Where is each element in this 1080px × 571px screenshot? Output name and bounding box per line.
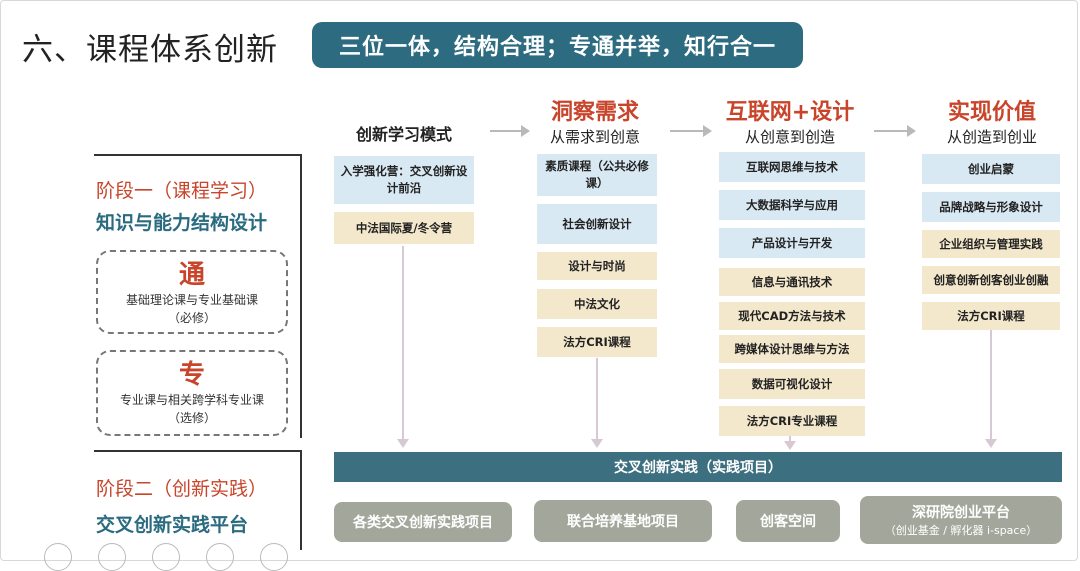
col-d-item: 创业启蒙 [922, 154, 1060, 184]
control-circle[interactable] [206, 543, 234, 571]
column-b-header: 洞察需求 从需求到创意 [528, 94, 662, 147]
platform-label: 创客空间 [760, 514, 816, 530]
col-c-item: 现代CAD方法与技术 [719, 302, 865, 330]
slide-title: 六、课程体系创新 [22, 32, 278, 68]
col-d-item: 创意创新创客创业创融 [922, 266, 1060, 294]
col-d-item: 企业组织与管理实践 [922, 230, 1060, 258]
col-b-item: 法方CRI课程 [537, 327, 657, 357]
platform-card: 创客空间 [736, 500, 840, 542]
col-a-item: 入学强化营：交叉创新设计前沿 [334, 156, 474, 204]
control-circle[interactable] [152, 543, 180, 571]
zhuan-note: （选修） [167, 411, 216, 425]
col-c-item: 信息与通讯技术 [719, 268, 865, 296]
column-c-header: 互联网+设计 从创意到创造 [712, 94, 868, 147]
col-b-item: 素质课程（公共必修课） [537, 154, 657, 196]
col-c-item: 跨媒体设计思维与方法 [719, 335, 865, 363]
platform-card: 深研院创业平台 （创业基金 / 孵化器 i-space） [860, 496, 1062, 544]
zhuan-desc: 专业课与相关跨学科专业课 [119, 393, 264, 407]
column-b-subtitle: 从需求到创意 [549, 128, 640, 146]
column-d-subtitle: 从创造到创业 [946, 128, 1037, 146]
slide-banner: 三位一体，结构合理；专通并举，知行合一 [312, 22, 803, 68]
stage-two-panel: 阶段二（创新实践） 交叉创新实践平台 [94, 450, 302, 550]
stage-two-subtitle: 交叉创新实践平台 [96, 514, 249, 536]
tong-note: （必修） [167, 311, 216, 325]
col-c-item: 产品设计与开发 [719, 228, 865, 258]
col-b-item: 社会创新设计 [537, 204, 657, 244]
platform-sublabel: （创业基金 / 孵化器 i-space） [884, 524, 1038, 537]
arrow-c-to-d [874, 125, 916, 137]
tong-box: 通 基础理论课与专业基础课 （必修） [96, 250, 288, 334]
control-circle[interactable] [98, 543, 126, 571]
col-d-item: 品牌战略与形象设计 [922, 192, 1060, 222]
col-b-item: 设计与时尚 [537, 252, 657, 280]
col-c-item: 数据可视化设计 [719, 369, 865, 399]
tong-desc: 基础理论课与专业基础课 [125, 293, 258, 307]
arrow-b-to-c [670, 125, 712, 137]
col-c-item: 大数据科学与应用 [719, 190, 865, 220]
flow-line-a [397, 246, 409, 448]
arrow-a-to-b [490, 125, 530, 137]
col-a-item: 中法国际夏/冬令营 [334, 212, 474, 244]
practice-bar: 交叉创新实践（实践项目） [334, 452, 1062, 482]
platform-card: 联合培养基地项目 [534, 500, 712, 542]
flow-line-c [784, 436, 796, 450]
platform-label: 深研院创业平台 [912, 505, 1010, 521]
stage-one-panel: 阶段一（课程学习） 知识与能力结构设计 通 基础理论课与专业基础课 （必修） 专… [94, 154, 302, 438]
column-d-header: 实现价值 从创造到创业 [922, 94, 1062, 147]
col-b-item: 中法文化 [537, 289, 657, 319]
zhuan-box: 专 专业课与相关跨学科专业课 （选修） [96, 350, 288, 436]
platform-label: 各类交叉创新实践项目 [353, 515, 493, 531]
flow-line-b [591, 358, 603, 448]
platform-label: 联合培养基地项目 [567, 514, 679, 530]
column-a-title: 创新学习模式 [355, 125, 452, 144]
control-circle[interactable] [260, 543, 288, 571]
stage-one-subtitle: 知识与能力结构设计 [96, 212, 268, 234]
column-c-subtitle: 从创意到创造 [744, 128, 835, 146]
col-c-item: 法方CRI专业课程 [719, 406, 865, 436]
column-b-title: 洞察需求 [550, 100, 639, 125]
column-c-title: 互联网+设计 [725, 100, 855, 125]
column-d-title: 实现价值 [947, 100, 1036, 125]
flow-line-d [985, 330, 997, 448]
platform-card: 各类交叉创新实践项目 [334, 502, 512, 542]
tong-char: 通 [178, 260, 205, 290]
stage-two-title: 阶段二（创新实践） [96, 478, 268, 500]
zhuan-char: 专 [178, 360, 205, 390]
col-d-item: 法方CRI课程 [922, 302, 1060, 330]
col-c-item: 互联网思维与技术 [719, 152, 865, 182]
stage-one-title: 阶段一（课程学习） [96, 180, 268, 202]
control-circle[interactable] [44, 543, 72, 571]
